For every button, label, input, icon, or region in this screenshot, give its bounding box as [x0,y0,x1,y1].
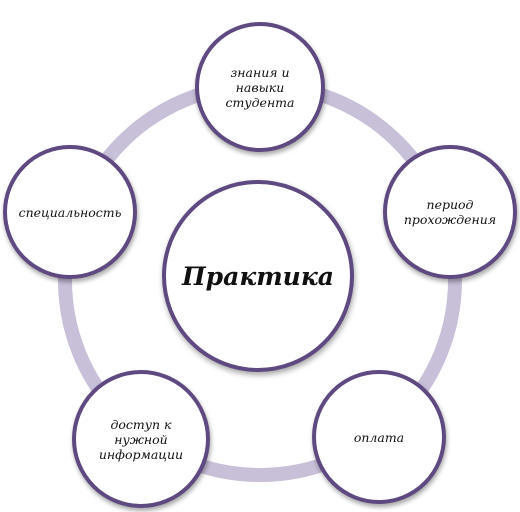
node-specialty: специальность [3,145,137,279]
node-label: доступ к нужной информации [98,416,184,462]
center-node: Практика [162,180,354,372]
node-payment: оплата [312,370,446,504]
node-label: знания и навыки студента [225,64,295,110]
node-student-skills: знания и навыки студента [195,22,325,152]
node-information-access: доступ к нужной информации [72,370,210,508]
node-label: оплата [353,429,405,445]
center-label: Практика [182,261,334,291]
node-label: специальность [18,204,122,220]
node-label: период прохождения [403,197,497,227]
node-period: период прохождения [383,145,517,279]
